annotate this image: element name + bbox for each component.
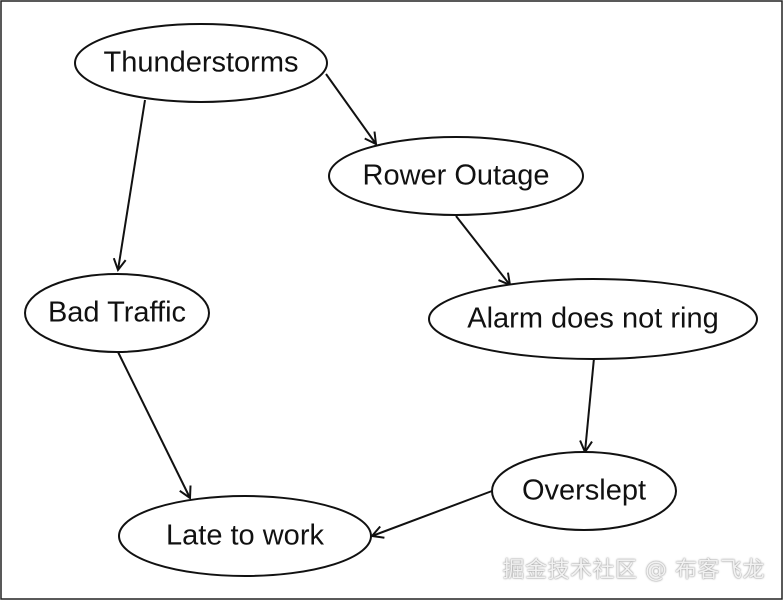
edge-overslept-to-late — [372, 490, 493, 536]
node-alarm: Alarm does not ring — [428, 278, 758, 360]
node-bad-traffic-shape — [24, 273, 210, 353]
node-bad-traffic: Bad Traffic — [24, 273, 210, 353]
node-power-outage: Rower Outage — [328, 136, 584, 216]
edge-alarm-to-overslept — [585, 357, 595, 452]
node-power-outage-label: Rower Outage — [363, 160, 550, 192]
node-alarm-label: Alarm does not ring — [467, 303, 718, 335]
node-late-to-work-label: Late to work — [166, 520, 324, 552]
node-late-to-work-shape — [118, 495, 372, 577]
watermark-text: 掘金技术社区 @ 布客飞龙 — [502, 558, 765, 583]
node-late-to-work: Late to work — [118, 495, 372, 577]
node-thunderstorms: Thunderstorms — [74, 23, 328, 103]
node-thunderstorms-label: Thunderstorms — [103, 47, 298, 79]
edge-thunderstorms-to-power-outage — [325, 73, 376, 144]
node-overslept-label: Overslept — [522, 475, 646, 507]
node-alarm-shape — [428, 278, 758, 360]
node-overslept: Overslept — [491, 451, 677, 531]
edge-power-outage-to-alarm — [455, 215, 510, 285]
node-thunderstorms-shape — [74, 23, 328, 103]
node-bad-traffic-label: Bad Traffic — [48, 297, 186, 329]
edge-bad-traffic-to-late — [117, 351, 190, 498]
node-power-outage-shape — [328, 136, 584, 216]
edge-thunderstorms-to-bad-traffic — [118, 99, 146, 270]
node-overslept-shape — [491, 451, 677, 531]
